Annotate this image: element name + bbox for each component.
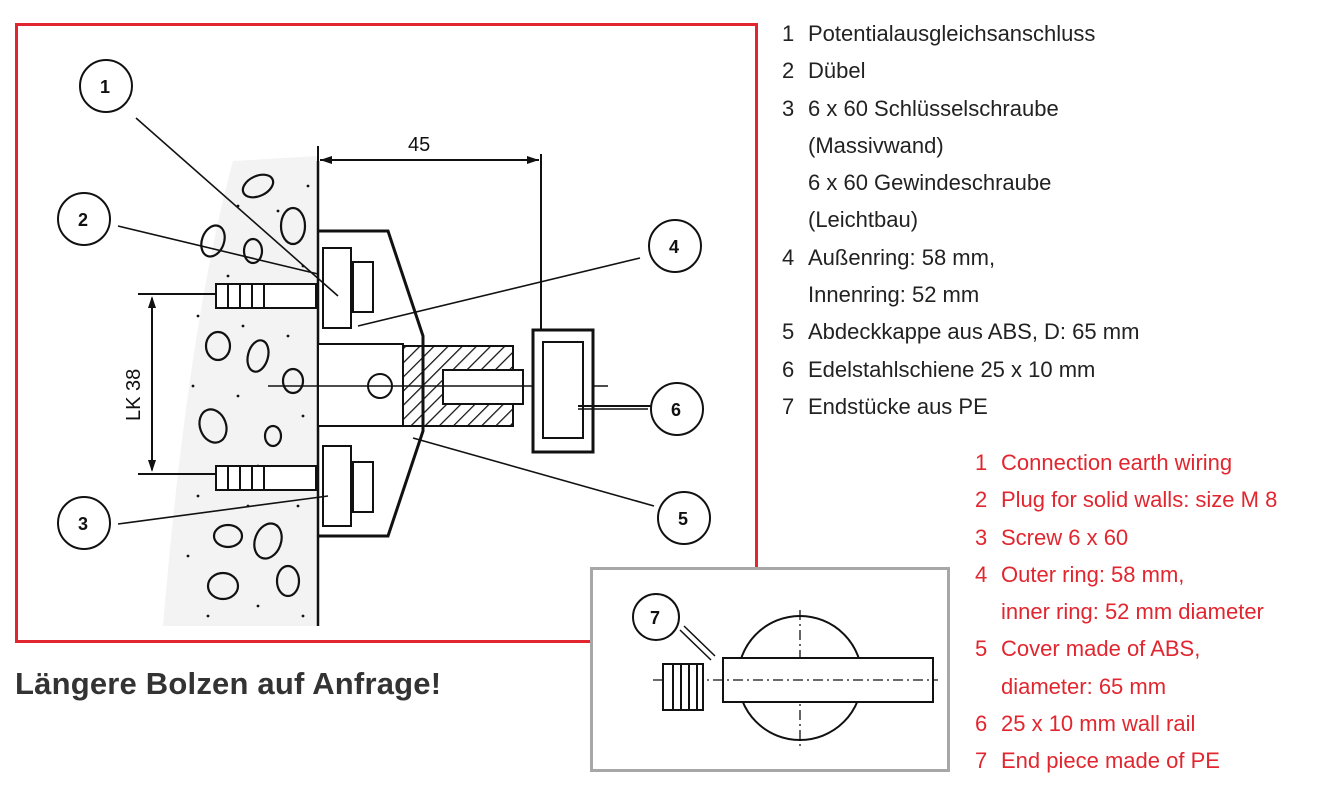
callout-7-label: 7 — [650, 608, 660, 628]
legend-item-number: 2 — [975, 487, 988, 513]
legend-item-text: 6 x 60 Schlüsselschraube — [808, 95, 1059, 121]
legend-item-number: 7 — [782, 393, 795, 419]
legend-item-text: (Leichtbau) — [808, 207, 919, 233]
legend-item-text: inner ring: 52 mm diameter — [1001, 599, 1264, 625]
center-post — [268, 345, 608, 427]
legend-item-text: Abdeckkappe aus ABS, D: 65 mm — [808, 319, 1140, 345]
callout-7: 7 — [632, 593, 680, 641]
legend-item: 4 Außenring: 58 mm, Innenring: 52 mm — [782, 239, 1139, 314]
callout-4: 4 — [648, 219, 702, 273]
legend-item-number: 6 — [782, 356, 795, 382]
legend-german: 1 Potentialausgleichsanschluss 2 Dübel 3 6 x … — [782, 15, 1139, 425]
inset-drawing-frame: 7 — [590, 567, 950, 772]
legend-item-text: Innenring: 52 mm — [808, 282, 980, 308]
legend-item-text: Cover made of ABS, — [1001, 636, 1201, 662]
callout-5: 5 — [657, 491, 711, 545]
legend-item-number: 2 — [782, 58, 795, 84]
legend-item: 3 6 x 60 Schlüsselschraube (Massivwand) 6 x… — [782, 90, 1139, 239]
legend-item-number: 6 — [975, 711, 988, 737]
callout-2: 2 — [57, 192, 111, 246]
legend-item-number: 4 — [782, 244, 795, 270]
legend-item-number: 5 — [975, 636, 988, 662]
legend-item: 2 Dübel — [782, 52, 1139, 89]
legend-item-text: Potentialausgleichsanschluss — [808, 21, 1096, 46]
legend-item: 1 Potentialausgleichsanschluss — [782, 15, 1139, 52]
dimension-45-label: 45 — [408, 134, 430, 156]
legend-item-number: 5 — [782, 319, 795, 345]
callout-1: 1 — [79, 59, 133, 113]
dimension-45: 45 — [317, 134, 542, 336]
legend-item: 4 Outer ring: 58 mm, inner ring: 52 mm dia… — [975, 556, 1277, 631]
callout-1-label: 1 — [100, 77, 110, 97]
dimension-lk38-label: LK 38 — [123, 369, 145, 421]
legend-item: 2 Plug for solid walls: size M 8 — [975, 481, 1277, 518]
callout-3-label: 3 — [78, 514, 88, 534]
legend-item-text: End piece made of PE — [1001, 748, 1220, 774]
end-piece-diagram: 7 — [632, 593, 938, 750]
legend-item-text: diameter: 65 mm — [1001, 673, 1167, 699]
legend-item-number: 3 — [975, 524, 988, 550]
legend-item-text: (Massivwand) — [808, 132, 944, 158]
wall-mount-diagram: 45 LK 38 — [57, 59, 711, 626]
callout-2-label: 2 — [78, 210, 88, 230]
legend-item-text: Connection earth wiring — [1001, 450, 1233, 475]
legend-item: 6 25 x 10 mm wall rail — [975, 705, 1277, 742]
legend-item-text: Außenring: 58 mm, — [808, 244, 996, 270]
legend-item: 5 Cover made of ABS, diameter: 65 mm — [975, 630, 1277, 705]
main-drawing-frame: 45 LK 38 — [15, 23, 758, 643]
legend-item: 7 End piece made of PE — [975, 742, 1277, 779]
rail-section — [531, 328, 658, 454]
legend-item-text: Endstücke aus PE — [808, 393, 988, 419]
legend-item-text: Dübel — [808, 58, 866, 84]
legend-item-text: 6 x 60 Gewindeschraube — [808, 170, 1052, 196]
wall-plugs — [215, 247, 374, 527]
footnote-longer-bolts: Längere Bolzen auf Anfrage! — [15, 666, 442, 701]
legend-item-number: 1 — [782, 21, 795, 46]
legend-item: 5 Abdeckkappe aus ABS, D: 65 mm — [782, 313, 1139, 350]
legend-item-number: 7 — [975, 748, 988, 774]
legend-item-text: Outer ring: 58 mm, — [1001, 561, 1185, 587]
callout-5-label: 5 — [678, 509, 688, 529]
leader-lines — [117, 117, 655, 525]
legend-item-number: 1 — [975, 450, 988, 475]
legend-item: 6 Edelstahlschiene 25 x 10 mm — [782, 351, 1139, 388]
callout-4-label: 4 — [669, 237, 679, 257]
legend-item-text: 25 x 10 mm wall rail — [1001, 711, 1196, 737]
callout-6-label: 6 — [671, 400, 681, 420]
legend-item-text: Edelstahlschiene 25 x 10 mm — [808, 356, 1096, 382]
legend-english: 1 Connection earth wiring 2 Plug for solid … — [975, 444, 1277, 780]
legend-item-text: Screw 6 x 60 — [1001, 524, 1129, 550]
legend-item-number: 3 — [782, 95, 795, 121]
wall-section — [163, 156, 320, 626]
legend-item: 7 Endstücke aus PE — [782, 388, 1139, 425]
legend-item: 1 Connection earth wiring — [975, 444, 1277, 481]
callout-3: 3 — [57, 496, 111, 550]
callout-6: 6 — [650, 382, 704, 436]
cover-cap — [317, 229, 425, 538]
legend-item-text: Plug for solid walls: size M 8 — [1001, 487, 1278, 513]
legend-item: 3 Screw 6 x 60 — [975, 519, 1277, 556]
legend-item-number: 4 — [975, 561, 988, 587]
